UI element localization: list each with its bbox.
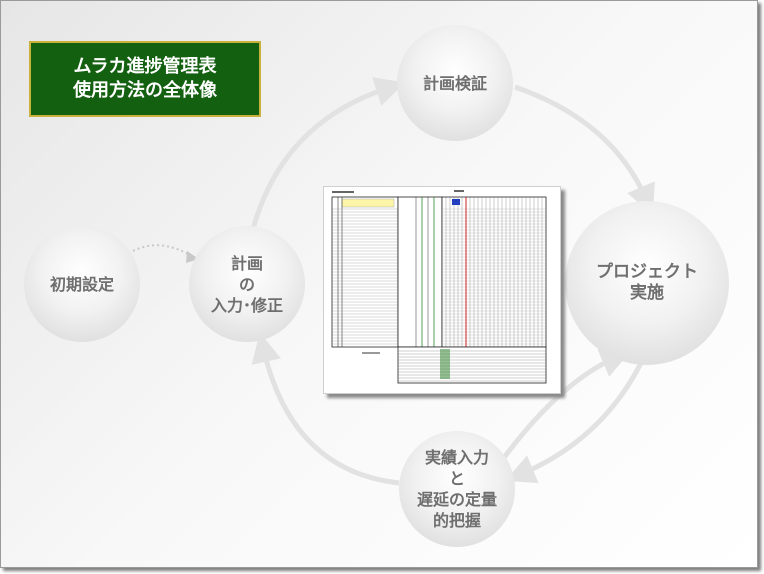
node-project-line-1: プロジェクト [596,262,698,282]
node-actual-line-4: 的把握 [432,511,481,530]
spreadsheet-thumbnail [323,186,561,394]
arrow-initial-to-edit [132,244,194,258]
arrow-project-to-actual [505,361,644,484]
node-project-execution: プロジェクト 実施 [565,201,729,365]
title-line-1: ムラカ進捗管理表 [73,56,217,77]
node-edit-line-3: 入力･修正 [210,295,283,315]
node-actual-line-2: と [448,469,465,488]
flow-arrows [132,77,655,486]
node-edit-line-2: の [238,274,255,294]
title-box: ムラカ進捗管理表 使用方法の全体像 [29,41,261,117]
arrow-actual-to-project [500,349,631,461]
node-actual-input: 実績入力 と 遅延の定量 的把握 [399,431,515,547]
node-initial-label: 初期設定 [49,274,114,294]
node-plan-verification: 計画検証 [397,25,513,141]
spreadsheet-icon [331,190,547,384]
node-edit-line-1: 計画 [230,253,263,273]
node-actual-line-1: 実績入力 [424,448,489,467]
title-line-2: 使用方法の全体像 [73,80,217,101]
node-project-line-2: 実施 [630,283,664,303]
node-plan-input-edit: 計画 の 入力･修正 [189,226,305,342]
arrow-edit-to-verify [250,77,406,230]
arrow-actual-to-edit [251,332,400,486]
node-initial-setup: 初期設定 [24,226,140,342]
node-actual-line-3: 遅延の定量 [416,490,497,509]
node-verify-label: 計画検証 [422,73,487,93]
arrow-verify-to-project [514,84,655,215]
